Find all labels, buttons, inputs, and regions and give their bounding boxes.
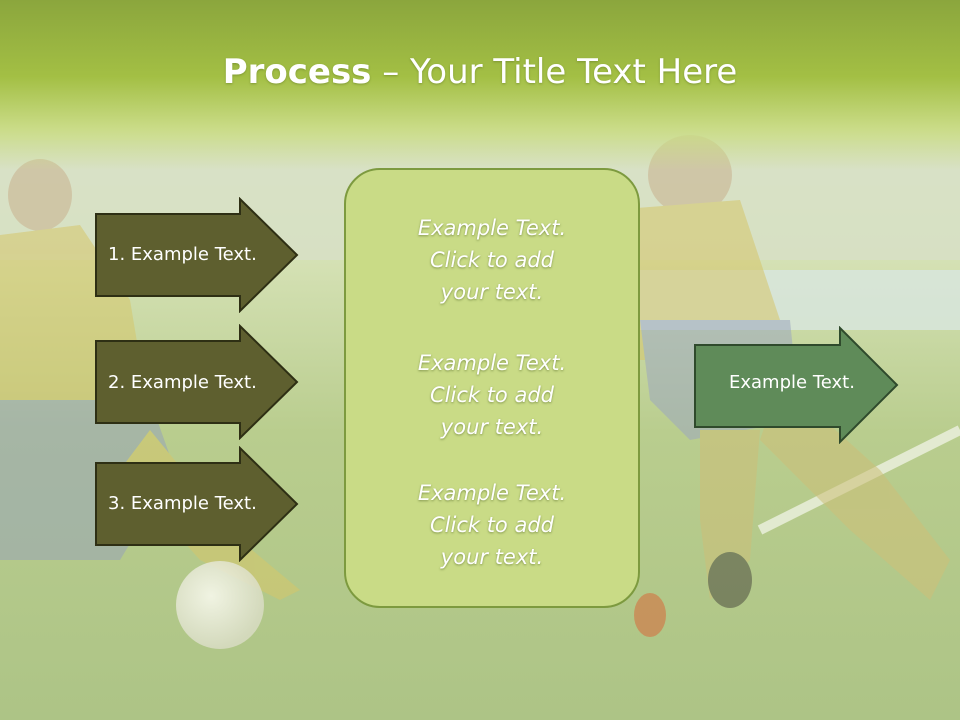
left-arrow-1-label: 1. Example Text. [108,244,257,265]
center-paragraph-1: Example Text. Click to add your text. [344,212,640,308]
center-paragraph-3-line-3: your text. [440,545,544,569]
title-band [0,0,960,170]
left-arrow-3[interactable] [95,446,301,562]
center-paragraph-3-line-2: Click to add [429,513,554,537]
center-paragraph-2-line-1: Example Text. [417,351,567,375]
center-paragraph-1-line-2: Click to add [429,248,554,272]
center-text-box[interactable] [344,168,640,608]
slide-title: Process – Your Title Text Here [0,52,960,92]
left-arrow-3-label: 3. Example Text. [108,493,257,514]
center-paragraph-3-line-1: Example Text. [417,481,567,505]
center-paragraph-1-line-1: Example Text. [417,216,567,240]
title-rest-part: – Your Title Text Here [371,52,738,92]
ball-shape [176,561,264,649]
right-arrow[interactable] [694,326,902,444]
left-arrow-2-label: 2. Example Text. [108,372,257,393]
center-paragraph-2-line-3: your text. [440,415,544,439]
left-arrow-2[interactable] [95,324,301,440]
center-paragraph-2: Example Text. Click to add your text. [344,347,640,443]
left-arrow-1[interactable] [95,197,301,313]
right-arrow-label: Example Text. [729,372,855,393]
center-paragraph-1-line-3: your text. [440,280,544,304]
center-paragraph-3: Example Text. Click to add your text. [344,477,640,573]
center-paragraph-2-line-2: Click to add [429,383,554,407]
title-bold-part: Process [222,52,372,92]
